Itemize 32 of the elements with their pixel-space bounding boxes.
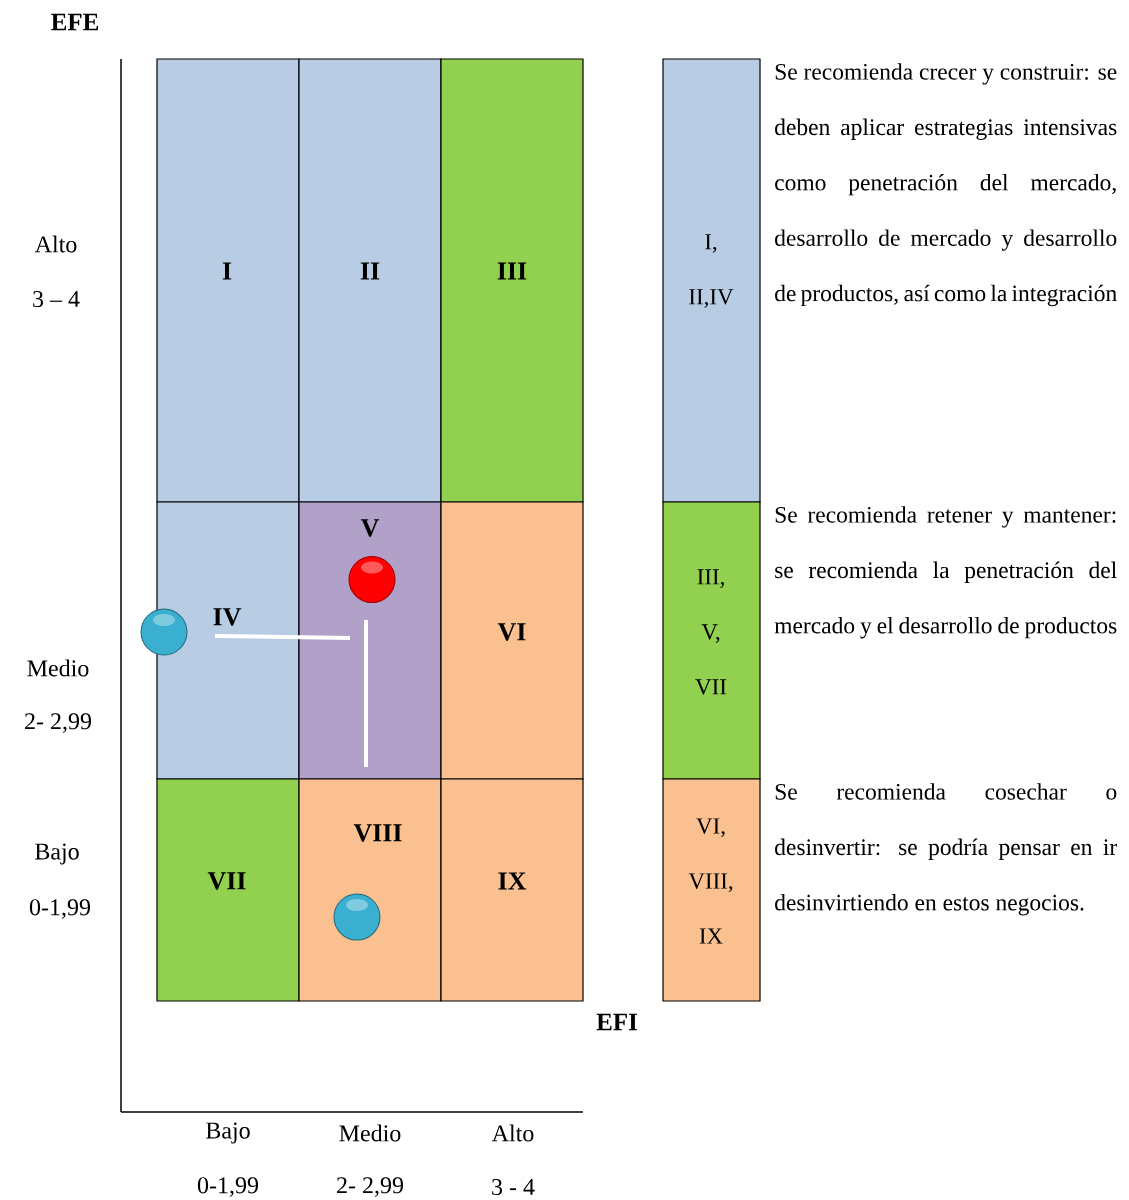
axis-label: 0-1,99 bbox=[29, 899, 90, 919]
description-text: Se recomienda crecer y construir: se deben aplicar estrategias intensivas como penetración del mercado, desarrollo de mercado y desarrollo de productos, así como la integración bbox=[775, 63, 1117, 307]
marker-ball bbox=[140, 608, 188, 656]
axis-label: Bajo bbox=[206, 1122, 250, 1144]
axis-label: Alto bbox=[34, 235, 77, 253]
matrix-cell: IV bbox=[156, 501, 300, 780]
matrix-cell: V bbox=[298, 501, 442, 780]
matrix-cell: VII bbox=[156, 778, 300, 1002]
axis-label: 2- 2,99 bbox=[25, 713, 91, 733]
axis-title: EFI bbox=[596, 1013, 637, 1031]
matrix-cell: VI bbox=[440, 501, 584, 780]
marker-ball bbox=[348, 556, 396, 603]
strategy-box: VI, VIII, IX bbox=[662, 778, 761, 1002]
strategy-box: III, V, VII bbox=[662, 501, 761, 780]
matrix-cell: VIII bbox=[298, 778, 442, 1002]
axis-label: Bajo bbox=[35, 843, 79, 865]
matrix-cell: II bbox=[298, 58, 442, 503]
axis-label: 2- 2,99 bbox=[337, 1177, 403, 1197]
description-text: Se recomienda retener y mantener: se recomienda la penetración del mercado y el desarrollo de productos bbox=[774, 506, 1117, 639]
axis-label: 0-1,99 bbox=[197, 1177, 258, 1197]
marker-ball bbox=[333, 893, 381, 941]
axis-label: Alto bbox=[491, 1124, 534, 1142]
strategy-box: I, II,IV bbox=[662, 58, 761, 503]
axis-label: Medio bbox=[339, 1124, 401, 1142]
axis-label: 3 - 4 bbox=[492, 1178, 535, 1196]
axis-label: Medio bbox=[27, 659, 89, 677]
matrix-cell: I bbox=[156, 58, 300, 503]
axis-label: 3 – 4 bbox=[33, 290, 80, 308]
matrix-cell: III bbox=[440, 58, 584, 503]
description-text: Se recomienda cosechar o desinvertir: se podría pensar en ir desinvirtiendo en estos negocios. bbox=[775, 783, 1117, 916]
axis-title: EFE bbox=[51, 13, 98, 31]
matrix-cell: IX bbox=[440, 778, 584, 1002]
